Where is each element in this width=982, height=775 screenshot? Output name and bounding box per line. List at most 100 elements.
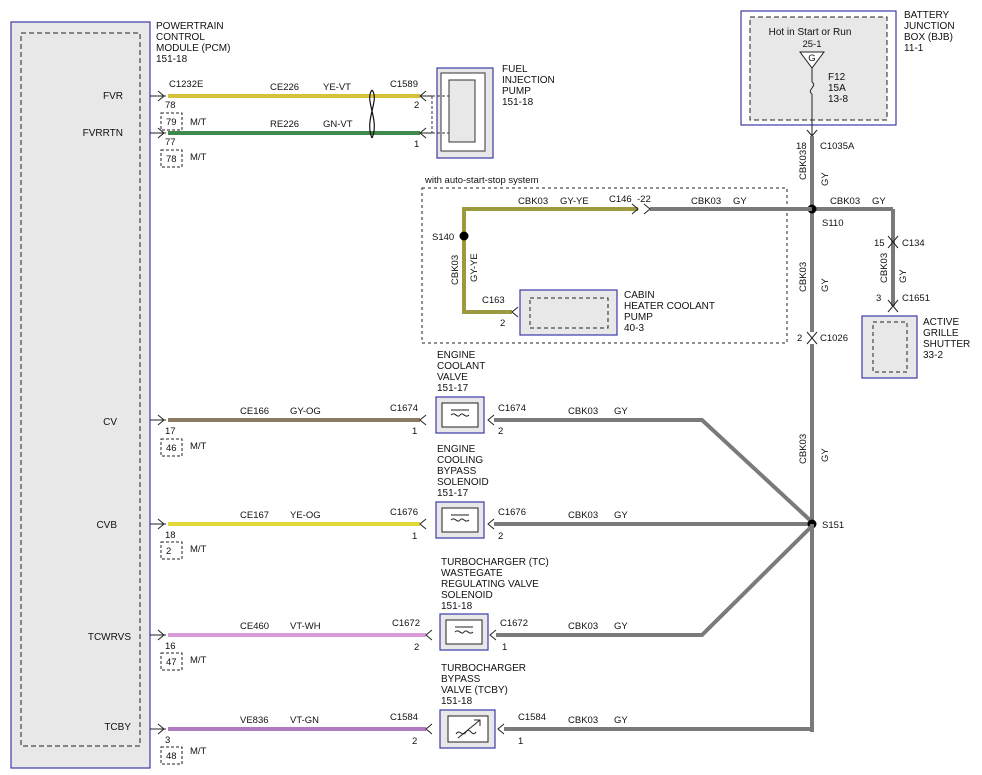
- svg-text:BOX (BJB): BOX (BJB): [904, 32, 953, 43]
- svg-text:M/T: M/T: [190, 655, 207, 666]
- svg-text:GY: GY: [614, 715, 628, 726]
- svg-text:1: 1: [518, 736, 523, 747]
- svg-text:CE460: CE460: [240, 621, 269, 632]
- svg-text:CBK03: CBK03: [568, 715, 598, 726]
- connector-c1674-in: C1674: [390, 403, 418, 414]
- svg-text:1: 1: [502, 642, 507, 653]
- svg-text:VALVE (TCBY): VALVE (TCBY): [441, 685, 508, 696]
- svg-text:SOLENOID: SOLENOID: [437, 477, 489, 488]
- svg-text:COOLANT: COOLANT: [437, 361, 485, 372]
- svg-text:GY: GY: [898, 269, 909, 283]
- svg-text:ENGINE: ENGINE: [437, 444, 476, 455]
- svg-text:GRILLE: GRILLE: [923, 328, 959, 339]
- svg-text:GY-OG: GY-OG: [290, 406, 321, 417]
- svg-text:M/T: M/T: [190, 544, 207, 555]
- svg-text:2: 2: [414, 642, 419, 653]
- svg-text:78: 78: [166, 154, 177, 165]
- connector-c1589: C1589: [390, 79, 418, 90]
- connector-c1672-out: C1672: [500, 618, 528, 629]
- svg-text:GY: GY: [820, 278, 831, 292]
- svg-text:CBK03: CBK03: [798, 150, 809, 180]
- svg-text:15: 15: [874, 238, 885, 249]
- fuel-pump-pin-arrows: [419, 90, 432, 139]
- svg-text:CBK03: CBK03: [879, 253, 890, 283]
- solenoid-coil-icon: [450, 409, 470, 417]
- svg-text:CBK03: CBK03: [518, 196, 548, 207]
- pin-fvr: FVR: [103, 91, 123, 102]
- svg-text:VT-GN: VT-GN: [290, 715, 319, 726]
- wire-fvr-circuit: CE226: [270, 82, 299, 93]
- power-source-icon: [799, 51, 825, 69]
- connector-c163: C163: [482, 295, 505, 306]
- connector-c1584-in: C1584: [390, 712, 418, 723]
- svg-text:WASTEGATE: WASTEGATE: [441, 568, 503, 579]
- svg-text:151-18: 151-18: [441, 601, 473, 612]
- svg-text:2: 2: [498, 531, 503, 542]
- svg-text:M/T: M/T: [190, 441, 207, 452]
- pin-tcwrvs: TCWRVS: [88, 632, 131, 643]
- svg-text:CE166: CE166: [240, 406, 269, 417]
- svg-text:33-2: 33-2: [923, 350, 943, 361]
- svg-text:47: 47: [166, 657, 177, 668]
- svg-text:2: 2: [797, 333, 802, 344]
- connector-c1676-out: C1676: [498, 507, 526, 518]
- pcm-title-3: MODULE (PCM): [156, 43, 230, 54]
- svg-text:2: 2: [166, 546, 171, 557]
- svg-text:CABIN: CABIN: [624, 290, 655, 301]
- svg-text:79: 79: [166, 117, 177, 128]
- variable-solenoid-icon: [455, 719, 481, 739]
- svg-text:COOLING: COOLING: [437, 455, 483, 466]
- svg-text:2: 2: [500, 318, 505, 329]
- svg-text:GY: GY: [872, 196, 886, 207]
- svg-text:ACTIVE: ACTIVE: [923, 317, 959, 328]
- connector-c1651: C1651: [902, 293, 930, 304]
- svg-text:PUMP: PUMP: [502, 86, 531, 97]
- svg-text:FUEL: FUEL: [502, 64, 528, 75]
- svg-text:GY-YE: GY-YE: [469, 253, 480, 282]
- svg-text:BYPASS: BYPASS: [437, 466, 477, 477]
- svg-text:15A: 15A: [828, 83, 846, 94]
- svg-text:78: 78: [165, 100, 176, 111]
- connector-c1232e: C1232E: [169, 79, 203, 90]
- svg-text:13-8: 13-8: [828, 94, 848, 105]
- fuel-pump-coil: [448, 79, 476, 143]
- svg-text:46: 46: [166, 443, 177, 454]
- svg-text:SHUTTER: SHUTTER: [923, 339, 970, 350]
- svg-text:REGULATING VALVE: REGULATING VALVE: [441, 579, 539, 590]
- wire-gy-ye: [462, 207, 638, 314]
- svg-text:18: 18: [165, 530, 176, 541]
- solenoid-coil-icon: [450, 514, 470, 522]
- svg-text:17: 17: [165, 426, 176, 437]
- svg-text:GY: GY: [614, 406, 628, 417]
- svg-text:BATTERY: BATTERY: [904, 10, 950, 21]
- svg-text:VE836: VE836: [240, 715, 269, 726]
- svg-text:CBK03: CBK03: [450, 255, 461, 285]
- pin-tcby: TCBY: [104, 722, 131, 733]
- svg-text:S140: S140: [432, 232, 454, 243]
- svg-text:CBK03: CBK03: [568, 510, 598, 521]
- auto-start-stop-label: with auto-start-stop system: [424, 175, 539, 186]
- pcm-pin-arrows: [150, 90, 166, 735]
- svg-text:CBK03: CBK03: [568, 406, 598, 417]
- svg-text:M/T: M/T: [190, 152, 207, 163]
- pcm-mt-alternates: 78 77 17 18 16 3 79 M/T 78 M/T 46 M/T 2 …: [160, 100, 207, 765]
- svg-text:25-1: 25-1: [802, 39, 821, 50]
- svg-text:CBK03: CBK03: [568, 621, 598, 632]
- svg-text:151-17: 151-17: [437, 488, 469, 499]
- svg-text:S110: S110: [822, 218, 843, 229]
- svg-text:2: 2: [498, 426, 503, 437]
- svg-text:77: 77: [165, 137, 176, 148]
- connector-c1672-in: C1672: [392, 618, 420, 629]
- svg-text:2: 2: [414, 100, 419, 111]
- svg-text:INJECTION: INJECTION: [502, 75, 555, 86]
- svg-text:GY: GY: [614, 510, 628, 521]
- svg-text:G: G: [808, 53, 815, 64]
- svg-text:CBK03: CBK03: [691, 196, 721, 207]
- svg-text:CBK03: CBK03: [798, 434, 809, 464]
- connector-c1676-in: C1676: [390, 507, 418, 518]
- svg-text:M/T: M/T: [190, 117, 207, 128]
- bjb-inner: [749, 16, 888, 121]
- svg-text:-22: -22: [637, 194, 651, 205]
- svg-text:VT-WH: VT-WH: [290, 621, 321, 632]
